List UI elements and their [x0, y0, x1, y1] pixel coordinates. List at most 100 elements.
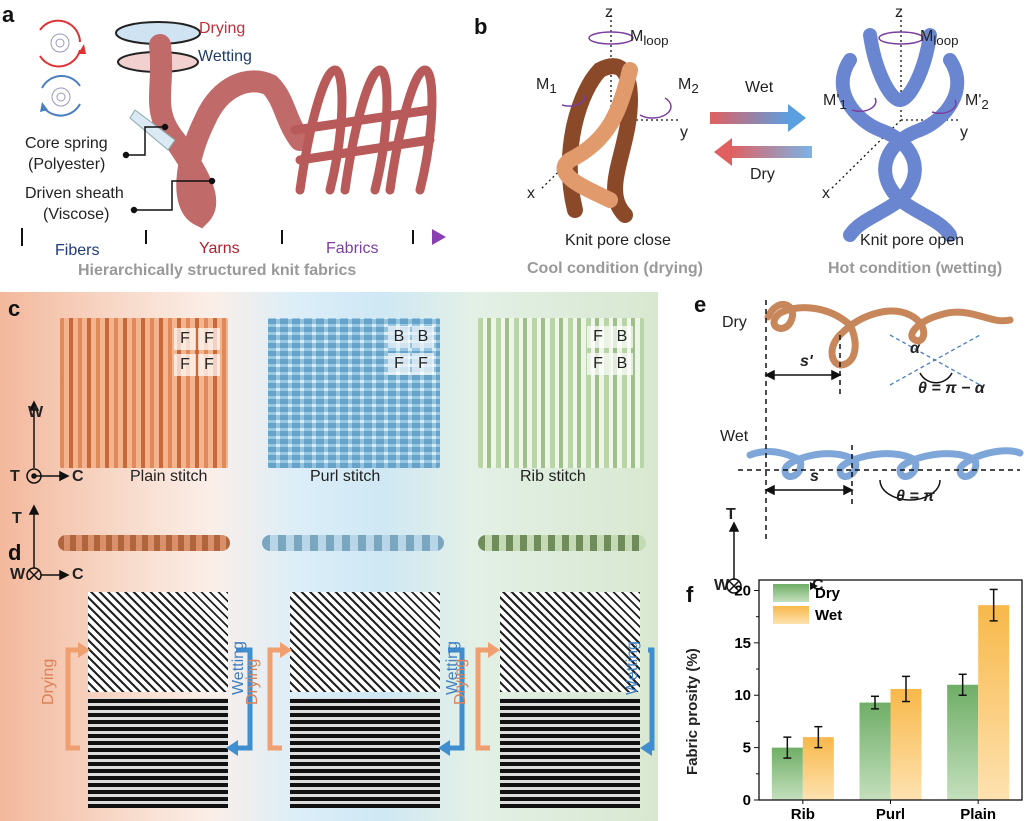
core-spring-label: Core spring — [25, 135, 108, 152]
plain-micrograph-dry — [88, 592, 228, 692]
hot-condition-label: Hot condition (wetting) — [828, 260, 1003, 277]
y-tick-label: 15 — [734, 635, 751, 652]
z-axis-label-right: z — [895, 4, 903, 21]
axis-t-label-e: T — [726, 506, 736, 523]
panel-label-d: d — [8, 540, 22, 565]
legend-swatch-dry — [773, 584, 809, 602]
stitch-letter: F — [174, 328, 196, 350]
drying-wetting-arrows — [65, 642, 655, 756]
rib-cross-section — [478, 535, 646, 551]
panel-label-e: e — [694, 292, 707, 317]
panel-label-c: c — [8, 296, 21, 321]
plot-frame — [758, 579, 1023, 801]
m2-label: M2 — [678, 76, 699, 96]
purl-stitch-image — [268, 318, 440, 468]
m1p-text: M' — [823, 92, 840, 109]
plain-micrograph-wet — [88, 698, 228, 808]
mloop-text: M — [630, 28, 644, 45]
m2-prime-label: M'2 — [965, 92, 989, 112]
sheath-label: Driven sheath — [25, 185, 124, 202]
stitch-letter: F — [587, 353, 609, 375]
x-tick-label: Plain — [960, 806, 996, 821]
axis-c-label-2: C — [72, 566, 84, 583]
bar-dry-purl — [859, 702, 891, 800]
stitch-letter: F — [198, 328, 220, 350]
mloop-text: M — [920, 28, 934, 45]
core-material-label: (Polyester) — [28, 156, 106, 173]
legend-label-wet: Wet — [815, 607, 842, 624]
theta-wet-label: θ = π — [896, 488, 935, 505]
x-axis-label-left: x — [527, 185, 535, 202]
axis-w-label: W — [28, 404, 44, 421]
wet-label: Wet — [745, 79, 774, 96]
axis-t-label-2: T — [12, 510, 22, 527]
drying-label-purl: Drying — [244, 658, 261, 705]
s-label: s — [810, 468, 819, 485]
m1-sub: 1 — [549, 81, 557, 97]
axis-w-label-e: W — [714, 577, 730, 594]
legend-swatch-wet — [773, 606, 809, 624]
dry-label: Dry — [750, 166, 775, 183]
rib-micrograph-dry — [500, 592, 640, 692]
y-tick-label: 5 — [743, 740, 751, 757]
m2-text: M — [678, 76, 692, 93]
m2p-sub: 2 — [981, 97, 989, 113]
rib-micrograph-wet — [500, 698, 640, 808]
m1-prime-label: M'1 — [823, 92, 847, 112]
drying-rotation-icon — [39, 19, 86, 68]
stitch-letter: F — [174, 354, 196, 376]
stitch-letter: B — [611, 326, 633, 348]
s-prime-label: s' — [800, 353, 813, 370]
purl-micrograph-wet — [290, 698, 440, 808]
panel-label-a: a — [2, 2, 15, 27]
mloop-label-left: Mloop — [630, 28, 669, 48]
m2p-text: M' — [965, 92, 982, 109]
panel-e-diagram — [728, 300, 1024, 580]
wet-yarn-curve — [746, 447, 1024, 480]
axis-c-label-e: C — [812, 577, 824, 594]
wet-knit-loop — [835, 28, 965, 242]
stitch-letter: F — [198, 354, 220, 376]
bar-wet-plain — [978, 605, 1010, 800]
stitch-letter: F — [587, 326, 609, 348]
axis-t-label: T — [10, 468, 20, 485]
m1p-sub: 1 — [839, 97, 847, 113]
drying-label: Drying — [199, 20, 246, 37]
mloop-label-right: Mloop — [920, 28, 959, 48]
wetting-label: Wetting — [198, 48, 252, 65]
axis-w-label-2: W — [10, 566, 26, 583]
sheath-material-label: (Viscose) — [43, 206, 110, 223]
bar-wet-purl — [890, 688, 922, 800]
wetting-label-rib: Wetting — [624, 641, 641, 695]
knit-pore-close-label: Knit pore close — [565, 232, 671, 249]
m2-sub: 2 — [691, 81, 699, 97]
m1-text: M — [536, 76, 550, 93]
purl-cross-section — [262, 535, 444, 551]
alpha-label: α — [910, 340, 920, 357]
y-axis-label-right: y — [960, 124, 968, 141]
axis-c-label: C — [72, 468, 84, 485]
z-axis-label-left: z — [605, 4, 613, 21]
core-spring-fibers — [129, 109, 176, 151]
knit-fabric-illustration — [290, 65, 437, 195]
panel-label-b: b — [474, 14, 488, 39]
axis-label-fabrics: Fabrics — [326, 240, 379, 257]
x-axis-label-right: x — [822, 185, 830, 202]
coordinate-axes-c — [26, 400, 70, 580]
panel-a-caption: Hierarchically structured knit fabrics — [78, 262, 357, 279]
purl-micrograph-dry — [290, 592, 440, 692]
stitch-letter: F — [412, 353, 434, 375]
y-tick-label: 0 — [743, 792, 751, 809]
dry-label-e: Dry — [722, 314, 747, 331]
x-tick-label: Purl — [876, 806, 905, 821]
dry-arrow — [714, 138, 812, 166]
panel-b-illustration — [539, 15, 965, 242]
axis-label-yarns: Yarns — [199, 240, 240, 257]
wet-arrow — [710, 104, 806, 132]
cool-condition-label: Cool condition (drying) — [527, 260, 703, 277]
y-axis-title: Fabric prosity (%) — [684, 648, 701, 775]
w-into-page-icon — [726, 578, 818, 594]
purl-stitch-label: Purl stitch — [310, 468, 381, 485]
wetting-rotation-icon — [40, 75, 81, 117]
